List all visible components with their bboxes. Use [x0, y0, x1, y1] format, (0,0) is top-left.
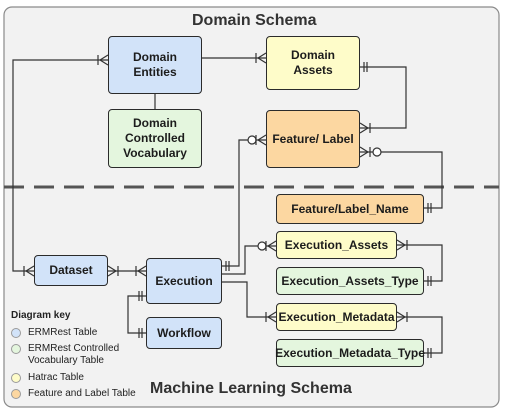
- key-label: ERMRest Table: [28, 327, 98, 338]
- connector-segment: [257, 139, 267, 146]
- relationship-connectors: [12, 52, 443, 358]
- entity-execution-metadata-type[interactable]: Execution_Metadata_Type: [275, 339, 425, 367]
- connector-assets-type: [397, 244, 443, 282]
- entity-workflow[interactable]: Workflow: [146, 317, 222, 349]
- entity-feature-label[interactable]: Feature/ Label: [266, 110, 360, 168]
- entity-execution-assets-type[interactable]: Execution_Assets_Type: [276, 267, 424, 295]
- entity-domain-entities[interactable]: Domain Entities: [108, 36, 202, 94]
- domain-schema-title: Domain Schema: [192, 12, 317, 29]
- connector-segment: [396, 316, 406, 323]
- entity-execution[interactable]: Execution: [146, 258, 222, 304]
- connector-segment: [257, 57, 267, 64]
- entity-domain-controlled-vocabulary[interactable]: Domain Controlled Vocabulary: [108, 109, 202, 168]
- connector-segment: [99, 54, 109, 61]
- optional-circle: [247, 135, 257, 145]
- connector-execution-metadata: [222, 281, 276, 318]
- connector-segment: [267, 245, 277, 252]
- entity-feature-label-name[interactable]: Feature/Label_Name: [276, 194, 424, 224]
- entity-execution-assets[interactable]: Execution_Assets: [276, 231, 397, 259]
- key-label: ERMRest Controlled Vocabulary Table: [28, 343, 120, 366]
- connector-segment: [107, 265, 117, 272]
- connector-segment: [267, 311, 277, 318]
- entity-domain-assets[interactable]: Domain Assets: [266, 36, 360, 90]
- entity-dataset[interactable]: Dataset: [34, 255, 108, 286]
- connector-assets-feature: [360, 66, 407, 129]
- connector-segment: [359, 127, 369, 134]
- green-swatch-icon: [11, 344, 21, 354]
- connector-segment: [359, 151, 369, 158]
- connector-segment: [137, 270, 147, 277]
- orange-swatch-icon: [11, 389, 21, 399]
- connector-segment: [396, 239, 406, 246]
- yellow-swatch-icon: [11, 373, 21, 383]
- connector-segment: [267, 240, 277, 247]
- connector-segment: [257, 134, 267, 141]
- blue-swatch-icon: [11, 328, 21, 338]
- connector-segment: [25, 270, 35, 277]
- key-label: Hatrac Table: [28, 372, 84, 383]
- diagram-key-title: Diagram key: [11, 310, 71, 321]
- connector-segment: [257, 52, 267, 59]
- connector-segment: [396, 311, 406, 318]
- connector-segment: [25, 265, 35, 272]
- connector-segment: [107, 270, 117, 277]
- optional-circle: [257, 241, 267, 251]
- connector-segment: [359, 122, 369, 129]
- key-label: Feature and Label Table: [28, 388, 136, 399]
- ml-schema-title: Machine Learning Schema: [150, 380, 352, 397]
- connector-execution-workflow: [127, 295, 146, 334]
- connector-feature-name: [360, 151, 443, 209]
- entity-execution-metadata[interactable]: Execution_Metadata: [276, 303, 397, 331]
- connector-metadata-type: [397, 316, 443, 354]
- connector-segment: [396, 244, 406, 251]
- connector-segment: [359, 146, 369, 153]
- optional-circle: [372, 147, 382, 157]
- connector-segment: [267, 316, 277, 323]
- connector-segment: [137, 265, 147, 272]
- connector-segment: [99, 59, 109, 66]
